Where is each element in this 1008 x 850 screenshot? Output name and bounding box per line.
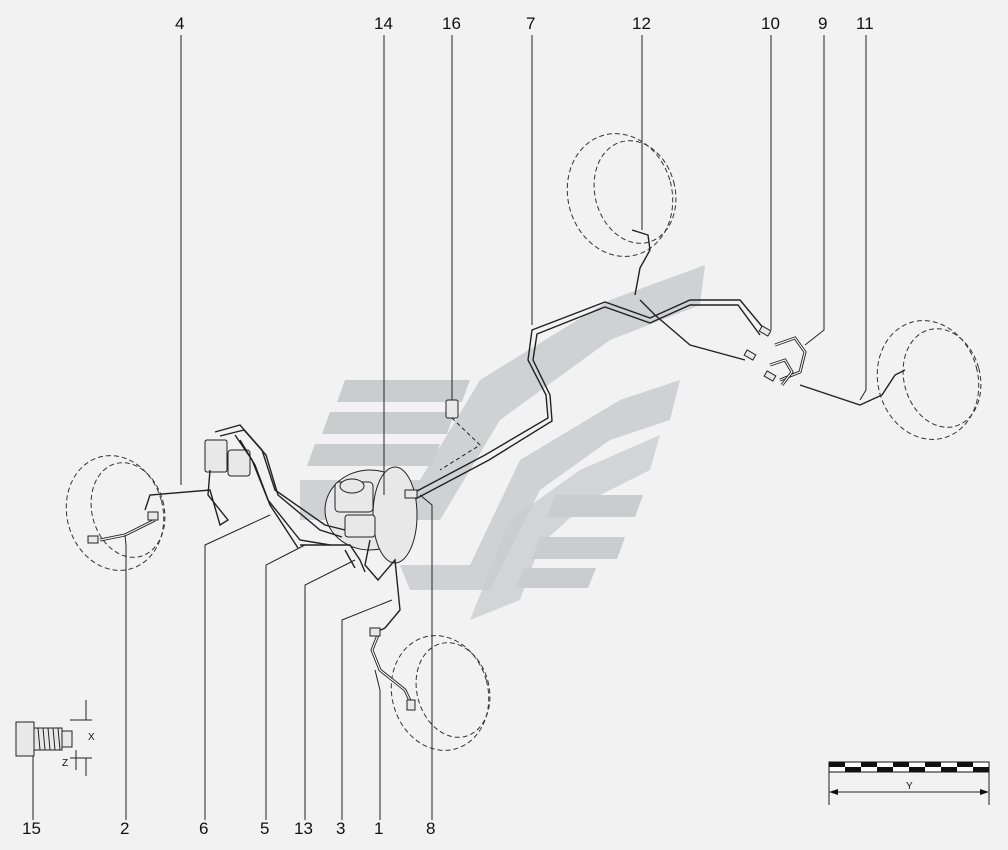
wheel-rear-left [876,320,982,440]
callout-14: 14 [374,14,393,33]
callout-5: 5 [260,819,269,838]
callout-2: 2 [120,819,129,838]
scale-bar-label: Y [906,781,913,792]
callout-4: 4 [175,14,184,33]
callout-1: 1 [374,819,383,838]
main-brake-pipe [399,229,766,506]
wheel-front-right [65,455,166,571]
watermark-logo [300,265,705,620]
front-right-lines [87,469,230,544]
pipe-5 [300,544,366,573]
rear-hoses [743,325,807,386]
callout-3: 3 [336,819,345,838]
dim-z-label: Z [62,758,68,769]
callout-6: 6 [199,819,208,838]
callout-8: 8 [426,819,435,838]
leader-lines [32,35,867,820]
dim-x-label: X [88,732,95,743]
callout-16: 16 [442,14,461,33]
pressure-regulator [445,399,459,419]
callout-10: 10 [761,14,780,33]
pipe-8-fitting [404,489,418,499]
master-cylinder [324,466,418,564]
wheel-front-left [390,635,491,751]
fitting-detail [15,700,92,776]
rear-left-pipe [799,369,906,406]
callout-12: 12 [632,14,651,33]
pipe-13 [344,549,356,569]
abs-unit [204,424,346,549]
wheel-rear-right [566,133,677,257]
callout-15: 15 [22,819,41,838]
scale-bar [828,761,990,805]
callout-7: 7 [526,14,535,33]
callout-9: 9 [818,14,827,33]
callout-11: 11 [856,14,874,33]
callout-13: 13 [294,819,313,838]
front-left-lines [364,539,416,711]
